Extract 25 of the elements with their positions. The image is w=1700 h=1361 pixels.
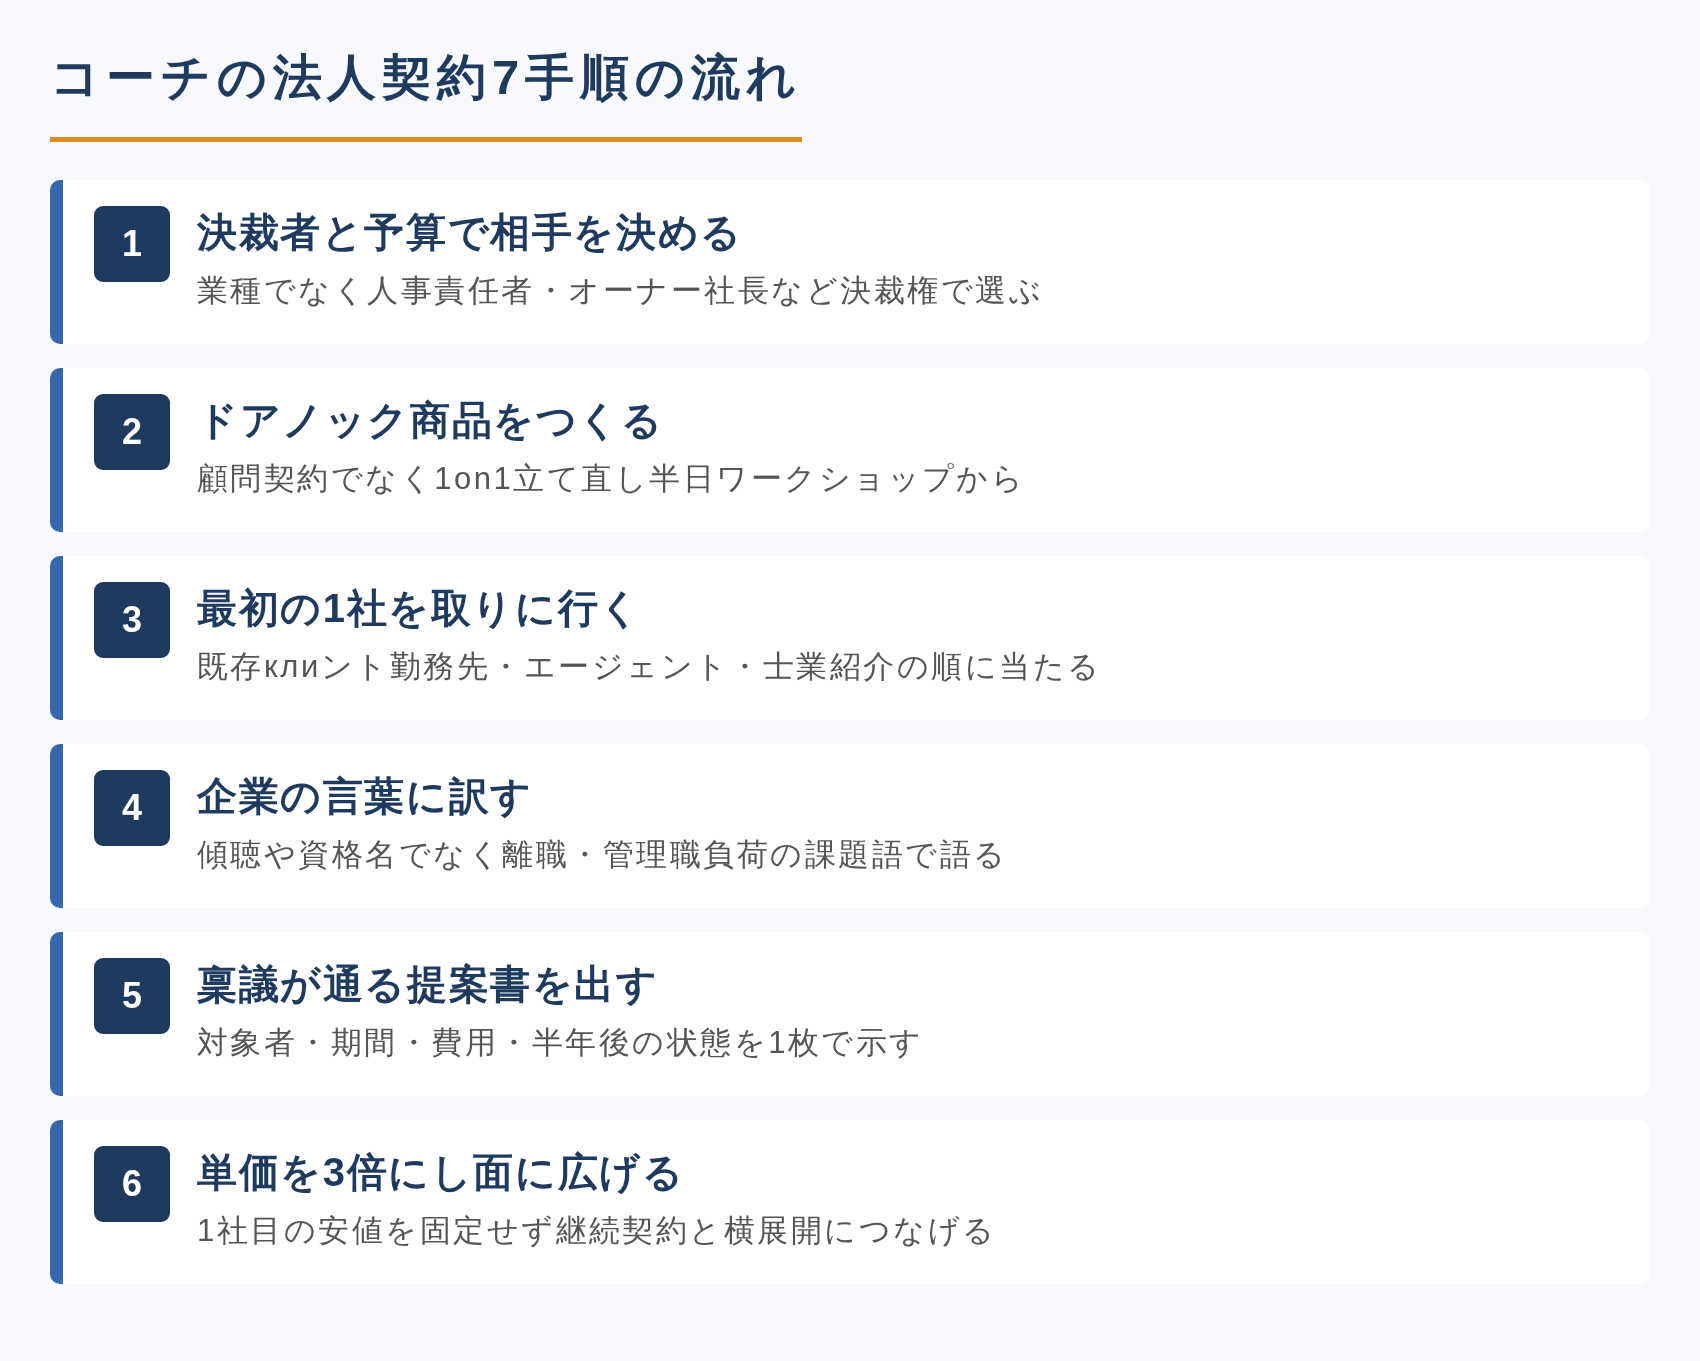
step-number: 2 <box>94 393 170 470</box>
step-description: 対象者・期間・費用・半年後の状態を1枚で示す <box>197 1023 924 1062</box>
step-heading: 企業の言葉に訳す <box>197 772 534 820</box>
step-description: 1社目の安値を固定せず継続契約と横展開につなげる <box>197 1211 997 1250</box>
step-number: 4 <box>94 769 170 846</box>
step-heading: 最初の1社を取りに行く <box>197 584 643 632</box>
step-number: 6 <box>94 1145 170 1222</box>
step-card <box>50 931 1650 1096</box>
step-number: 5 <box>94 957 170 1034</box>
diagram-title: コーチの法人契約7手順の流れ <box>50 48 802 142</box>
step-number: 3 <box>94 581 170 658</box>
step-description: 傾聴や資格名でなく離職・管理職負荷の課題語で語る <box>197 835 1008 874</box>
step-heading: 決裁者と予算で相手を決める <box>197 208 744 256</box>
step-card <box>50 1119 1650 1284</box>
step-description: 業種でなく人事責任者・オーナー社長など決裁権で選ぶ <box>197 271 1043 310</box>
step-heading: 単価を3倍にし面に広げる <box>197 1148 686 1196</box>
step-heading: ドアノック商品をつくる <box>197 396 665 444</box>
step-card <box>50 367 1650 532</box>
step-card <box>50 179 1650 344</box>
step-card <box>50 743 1650 908</box>
step-description: 既存клиント勤務先・エージェント・士業紹介の順に当たる <box>197 647 1102 686</box>
step-heading: 稟議が通る提案書を出す <box>197 960 660 1008</box>
step-description: 顧問契約でなく1on1立て直し半日ワークショップから <box>197 459 1026 498</box>
step-number: 1 <box>94 205 170 282</box>
step-card <box>50 555 1650 720</box>
